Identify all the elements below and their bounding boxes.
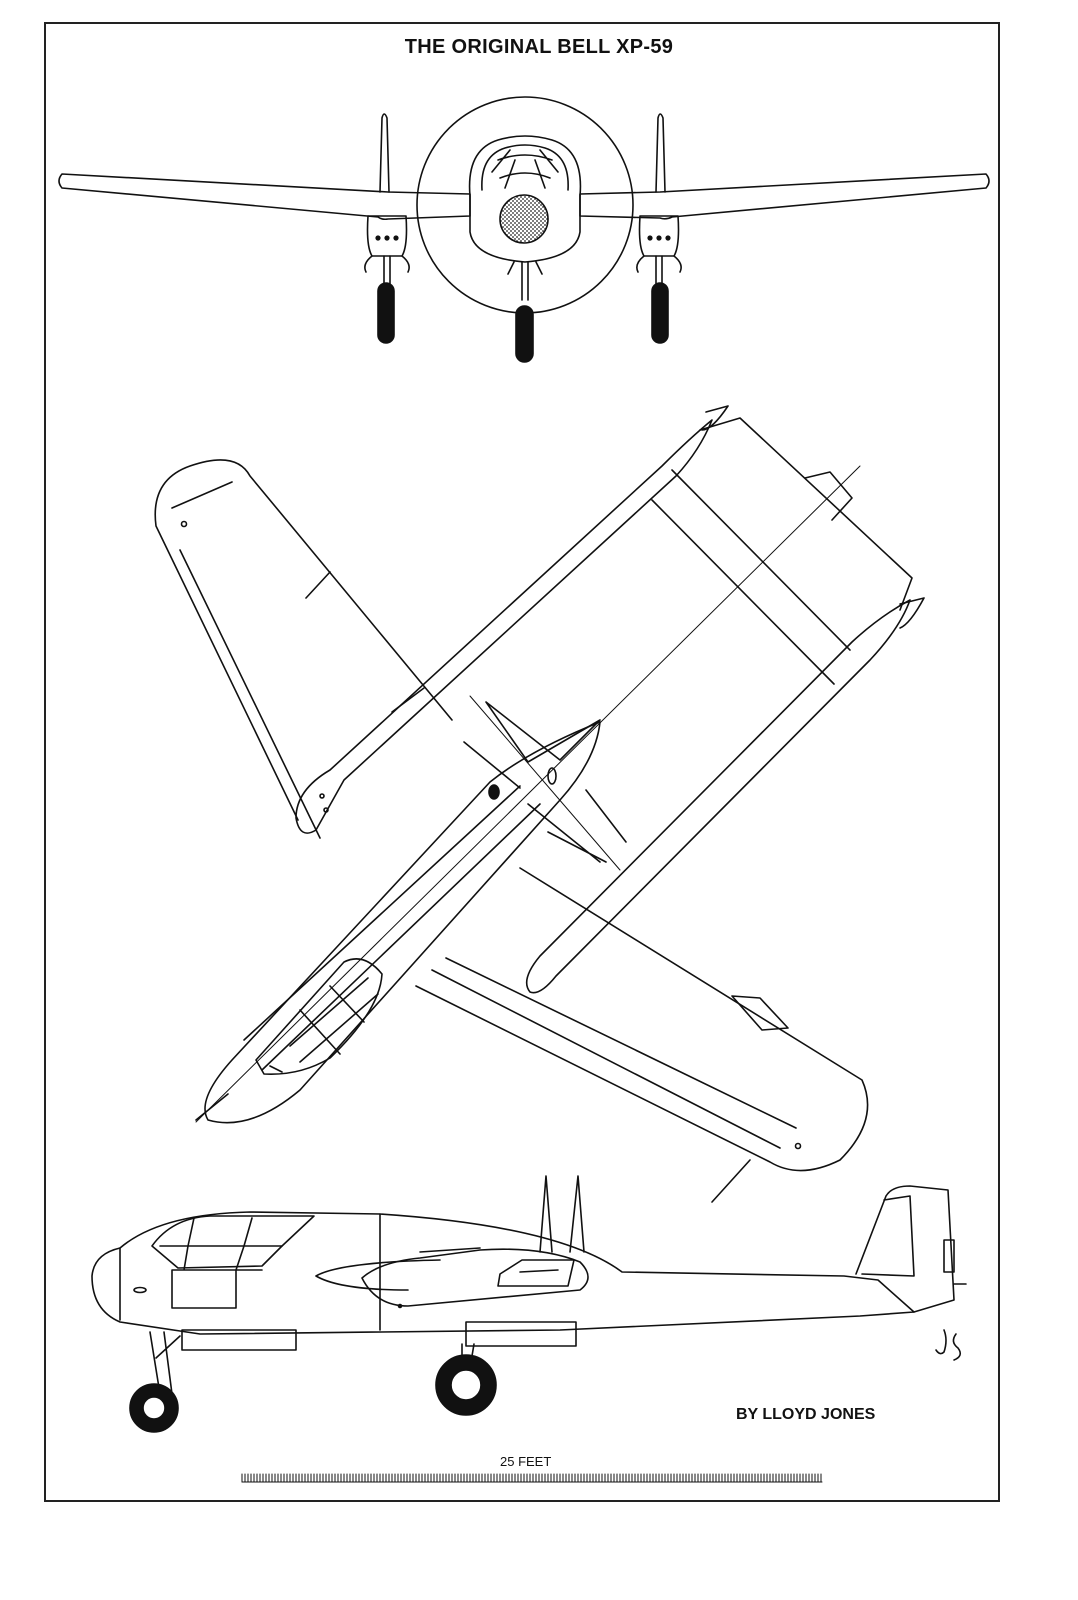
front-tail-fin-right [656,114,665,192]
artist-signature [936,1330,960,1360]
front-tail-fin-left [380,114,389,192]
front-intake-mesh [500,195,548,243]
front-nose-wheel [516,306,533,362]
plan-canopy [256,959,382,1074]
side-fin-left [540,1176,552,1252]
drawing-title: THE ORIGINAL BELL XP-59 [404,36,674,58]
plan-view [155,406,924,1202]
drawing-frame [44,22,1000,1502]
front-wing [59,174,470,219]
author-credit: BY LLOYD JONES [736,1406,876,1423]
front-view [59,97,989,362]
plan-center-wing [416,868,868,1171]
plan-boom-left [296,420,712,833]
side-view [92,1176,966,1432]
side-canopy [152,1216,314,1268]
scale-bar [242,1474,822,1482]
front-fuselage [470,136,581,262]
side-fin-right [570,1176,584,1252]
plan-wing-left [155,460,452,820]
side-tail-fin [856,1186,954,1312]
front-main-wheel-right [652,283,668,343]
plan-wing-tail-right [700,418,912,610]
plan-fuselage [205,722,600,1123]
front-main-wheel-left [378,283,394,343]
scale-label: 25 FEET [500,1454,552,1469]
side-nacelle [362,1249,588,1306]
plan-boom-right [527,600,910,993]
